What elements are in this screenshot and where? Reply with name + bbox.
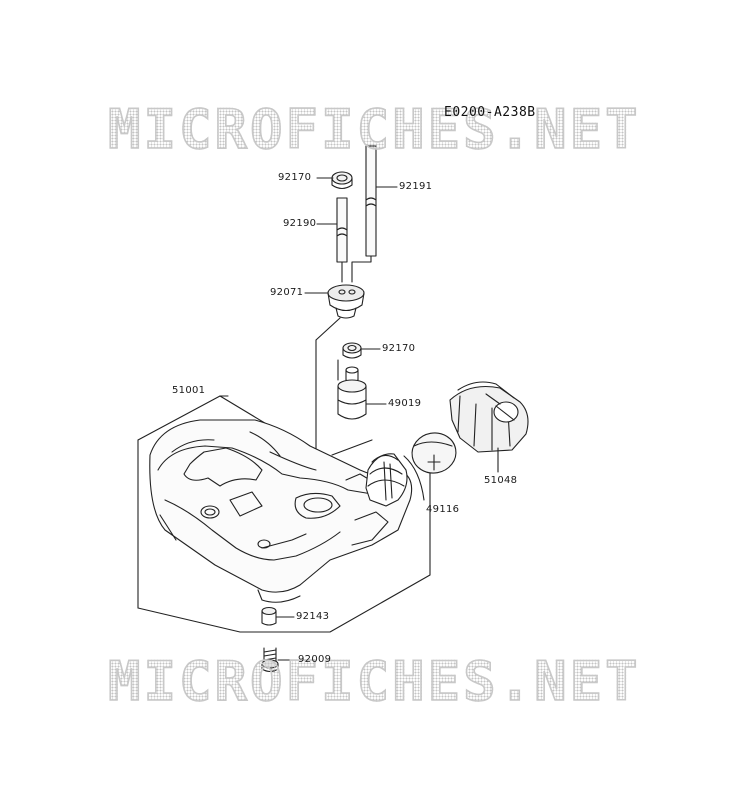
label-92190: 92190: [283, 218, 317, 229]
part-49116-gasket: [411, 432, 457, 474]
label-49116: 49116: [426, 504, 460, 515]
label-92071: 92071: [270, 287, 304, 298]
label-51048: 51048: [484, 475, 518, 486]
label-92170-top: 92170: [278, 172, 312, 183]
part-92170-lower: [342, 342, 362, 359]
label-49019: 49019: [388, 398, 422, 409]
part-92191-tube: [351, 145, 377, 283]
watermark-bottom: MICROFICHES.NET: [107, 649, 641, 714]
part-92143-collar: [261, 606, 277, 626]
part-92170-top: [331, 171, 353, 190]
label-92143: 92143: [296, 611, 330, 622]
label-92191: 92191: [399, 181, 433, 192]
part-49019-filter: [337, 366, 367, 420]
assembly-bracket-line: [137, 574, 431, 633]
part-92009-screw: [261, 647, 279, 673]
part-51001-tank: [149, 419, 413, 603]
label-92170-lower: 92170: [382, 343, 416, 354]
leader-49116: [403, 455, 425, 501]
filter-to-tank-line: [331, 439, 373, 456]
grommet-drop-line: [315, 317, 341, 341]
label-92009: 92009: [298, 654, 332, 665]
part-92071-grommet: [327, 284, 365, 319]
part-92190-tube: [336, 197, 348, 283]
diagram-reference-code: E0200-A238B: [444, 105, 536, 120]
part-51048-cap: [449, 381, 529, 453]
label-51001: 51001: [172, 385, 206, 396]
watermark-top: MICROFICHES.NET: [107, 97, 641, 162]
tank-filler-neck: [365, 453, 408, 507]
